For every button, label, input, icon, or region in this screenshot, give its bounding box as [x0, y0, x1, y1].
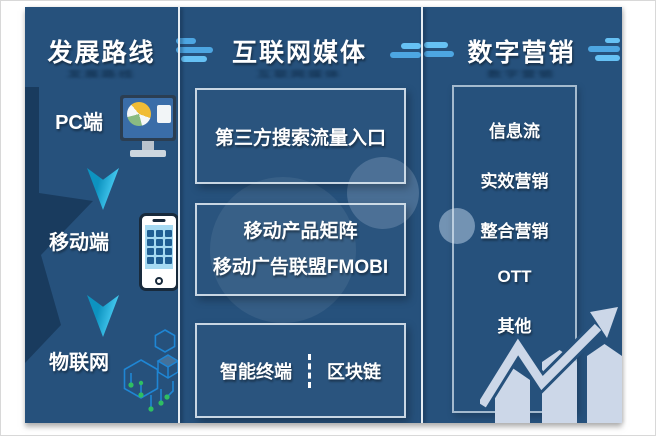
- column2-header-shadow: 互联网媒体: [257, 69, 342, 80]
- list-item: OTT: [497, 267, 532, 286]
- growth-bar-chart-arrow-icon: [480, 307, 622, 423]
- decor-circle-small: [439, 208, 475, 244]
- label-pc: PC端: [55, 112, 103, 134]
- column-divider: [178, 7, 180, 423]
- list-item: 其他: [497, 317, 532, 336]
- decor-circle-bright: [347, 157, 419, 229]
- box-mobile-matrix-line1: 移动产品矩阵: [243, 220, 358, 242]
- column1-header: 发展路线: [47, 38, 156, 67]
- box-mobile-matrix-line2: 移动广告联盟FMOBI: [212, 256, 389, 278]
- infographic-panel: 发展路线 互联网媒体 数字营销 发展路线 互联网媒体 数字营销 PC端 移动端 …: [25, 7, 622, 423]
- list-item: 信息流: [489, 122, 540, 141]
- column3-header: 数字营销: [467, 38, 576, 67]
- box-search-traffic-label: 第三方搜索流量入口: [214, 127, 386, 149]
- column1-header-shadow: 发展路线: [67, 69, 136, 80]
- smartphone-app-grid-icon: [139, 213, 179, 291]
- column3-header-shadow: 数字营销: [487, 69, 556, 80]
- column2-header: 互联网媒体: [231, 38, 367, 67]
- label-blockchain: 区块链: [327, 361, 381, 382]
- list-item: 实效营销: [480, 172, 549, 191]
- label-iot: 物联网: [49, 352, 109, 374]
- column-divider: [421, 7, 423, 423]
- label-mobile: 移动端: [49, 232, 109, 254]
- box-digital-marketing-list: 信息流 实效营销 整合营销 OTT 其他: [452, 85, 577, 413]
- box-search-traffic: 第三方搜索流量入口: [195, 88, 406, 184]
- pie-chart-icon: [127, 102, 151, 126]
- list-item: 整合营销: [480, 222, 549, 241]
- label-smart-terminal: 智能终端: [220, 361, 292, 382]
- box-mobile-matrix: 移动产品矩阵 移动广告联盟FMOBI: [195, 203, 406, 296]
- decor-circle-large: [210, 177, 356, 323]
- dark-zigzag-decoration: [25, 87, 93, 363]
- box-terminal-blockchain: 智能终端 区块链: [195, 323, 406, 418]
- desktop-monitor-pie-chart-icon: [120, 95, 176, 157]
- iot-blockchain-hexagon-icon: [123, 329, 180, 412]
- dashed-separator: [308, 353, 311, 388]
